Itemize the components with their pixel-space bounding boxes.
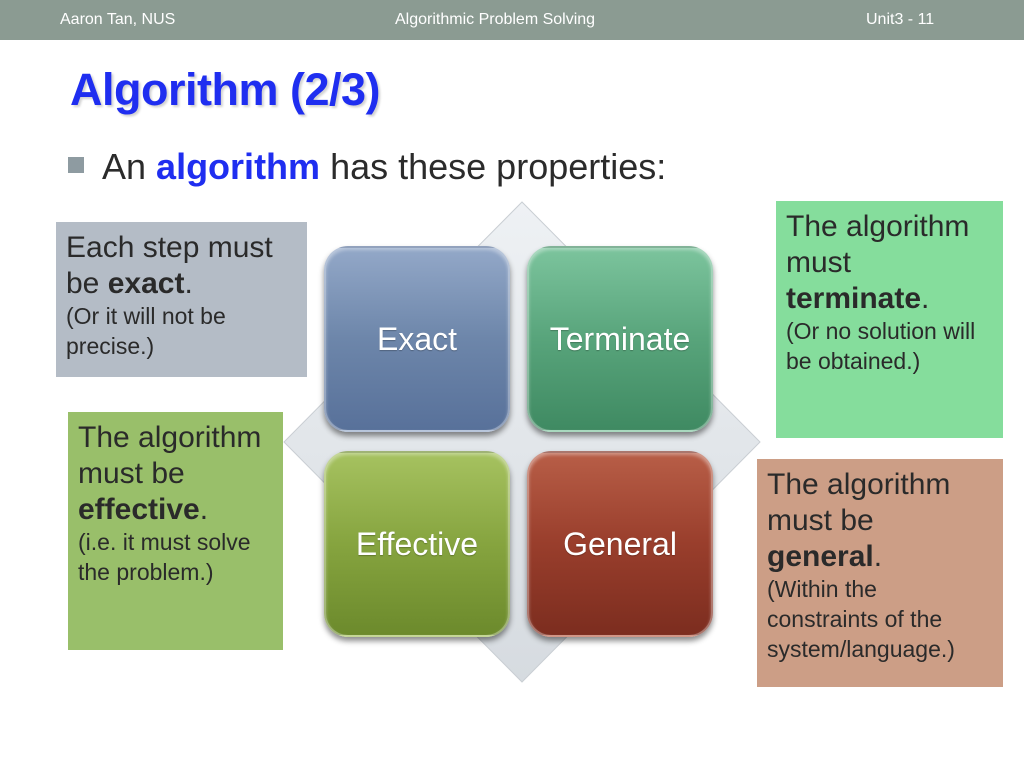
bullet-keyword: algorithm — [156, 146, 321, 187]
note-exact-lead: Each step must be — [66, 231, 273, 300]
note-effective-keyword: effective — [78, 493, 200, 526]
bullet-item: An algorithm has these properties: — [68, 146, 666, 188]
tile-exact: Exact — [324, 246, 510, 432]
note-general-keyword: general — [767, 540, 874, 573]
tile-general: General — [527, 451, 713, 637]
note-general: The algorithm must be general. (Within t… — [757, 459, 1003, 687]
slide-header: Aaron Tan, NUS Algorithmic Problem Solvi… — [0, 0, 1024, 40]
note-exact-detail: (Or it will not be precise.) — [66, 303, 226, 359]
note-terminate-end: . — [921, 282, 930, 315]
note-effective-end: . — [199, 493, 209, 526]
note-effective-lead: The algorithm must be — [78, 421, 262, 490]
note-terminate-lead: The algorithm must — [786, 210, 970, 279]
tile-effective: Effective — [324, 451, 510, 637]
header-course: Algorithmic Problem Solving — [395, 11, 596, 28]
note-effective-main: The algorithm must be effective. — [78, 420, 273, 528]
header-unit: Unit3 - 11 — [866, 11, 935, 28]
note-general-detail: (Within the constraints of the system/la… — [767, 576, 955, 662]
note-general-main: The algorithm must be general. — [767, 467, 993, 575]
note-general-end: . — [873, 540, 883, 573]
note-effective-detail: (i.e. it must solve the problem.) — [78, 529, 251, 585]
tile-general-label: General — [563, 525, 677, 562]
note-general-lead: The algorithm must be — [767, 468, 951, 537]
note-terminate-main: The algorithm must terminate. — [786, 209, 993, 317]
note-exact-main: Each step must be exact. — [66, 230, 297, 302]
note-exact-end: . — [184, 267, 193, 300]
tile-terminate: Terminate — [527, 246, 713, 432]
note-exact-keyword: exact — [107, 267, 185, 300]
bullet-suffix: has these properties: — [320, 146, 667, 187]
header-author: Aaron Tan, NUS — [60, 11, 176, 28]
bullet-prefix: An — [102, 146, 157, 187]
tile-effective-label: Effective — [355, 525, 479, 562]
tile-exact-label: Exact — [376, 320, 458, 357]
square-bullet-icon — [68, 157, 84, 173]
note-exact: Each step must be exact. (Or it will not… — [56, 222, 307, 377]
note-effective: The algorithm must be effective. (i.e. i… — [68, 412, 283, 650]
note-terminate-keyword: terminate — [786, 282, 922, 315]
note-terminate-detail: (Or no solution will be obtained.) — [786, 318, 976, 374]
tile-terminate-label: Terminate — [549, 320, 691, 357]
slide-title: Algorithm (2/3) — [70, 64, 381, 115]
note-terminate: The algorithm must terminate. (Or no sol… — [776, 201, 1003, 438]
